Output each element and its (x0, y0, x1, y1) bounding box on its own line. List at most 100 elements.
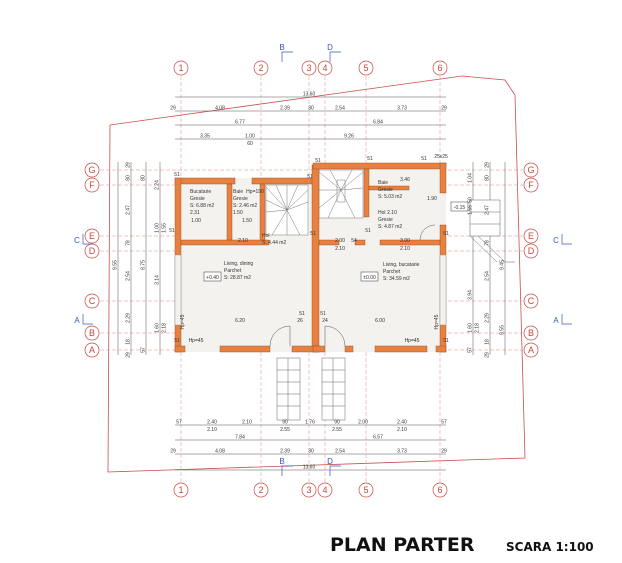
grid-label-row: B (89, 328, 95, 338)
dimension-label: 2.18 (475, 323, 481, 333)
grid-label-row: C (89, 296, 96, 306)
grid-bubble (253, 60, 269, 76)
grid-bubble (84, 177, 100, 193)
grid-label-column: 3 (306, 63, 311, 73)
dimension-label: 2.54 (335, 106, 345, 112)
dimension-label: 2.54 (126, 271, 132, 281)
room-label: Gresie (378, 187, 393, 193)
inner-dimension-label: 1.90 (427, 196, 437, 202)
grid-bubble (84, 293, 100, 309)
room-label: Hol (378, 210, 386, 216)
dimension-label: 30 (308, 106, 314, 112)
grid-label-row: C (528, 296, 535, 306)
grid-bubble (317, 482, 333, 498)
grid-bubble (432, 60, 448, 76)
room-label: S: 4.87 m2 (378, 224, 402, 230)
grid-label-row: E (528, 231, 534, 241)
grid-label-row: F (528, 180, 534, 190)
room-label: Parchet (383, 269, 401, 275)
dimension-label: 2.40 (207, 420, 217, 426)
dimension-label: 80 (485, 175, 491, 181)
grid-label-row: D (528, 246, 535, 256)
grid-bubble (84, 162, 100, 178)
dimension-label: 2.10 (397, 427, 407, 433)
dimension-label: 2.29 (126, 313, 132, 323)
dimension-label: 57 (468, 347, 474, 353)
dimension-label: 2.10 (207, 427, 217, 433)
dimension-label: 80 (141, 175, 147, 181)
dimension-label: 50 (468, 197, 474, 203)
grid-label-row: A (528, 345, 534, 355)
dimension-label: 29 (485, 162, 491, 168)
wall-mark: 51 (174, 338, 180, 344)
wall-mark: 51 (443, 338, 449, 344)
grid-label-row: G (88, 165, 95, 175)
dimension-label: 9.45 (500, 260, 506, 270)
room-label: Hol (262, 233, 270, 239)
room-label: Baie (378, 180, 388, 186)
dimension-label: 2.29 (485, 313, 491, 323)
dimension-label: 57 (441, 420, 447, 426)
grid-label-column: 4 (322, 485, 327, 495)
grid-bubble (84, 228, 100, 244)
wall-mark: 51 (367, 156, 373, 162)
grid-bubble (358, 482, 374, 498)
dimension-label: 9.26 (344, 134, 354, 140)
doors (269, 224, 436, 347)
level-label: -0.15 (454, 205, 466, 211)
section-marker: A (553, 316, 559, 325)
dimension-label: 80 (126, 175, 132, 181)
dimension-label: 1.60 (468, 323, 474, 333)
dimension-label: 2.39 (280, 449, 290, 455)
dimension-label: 3.73 (397, 449, 407, 455)
section-marker: D (327, 457, 333, 466)
grid-label-column: 6 (437, 63, 442, 73)
sill-height-label: Hp=45 (434, 314, 440, 329)
dimension-label: 2.10 (242, 420, 252, 426)
grid-label-row: D (89, 246, 96, 256)
room-label: Gresie (190, 196, 205, 202)
inner-dimension-label: 25x25 (434, 154, 448, 160)
wall-mark: 51 (310, 231, 316, 237)
inner-dimension-label: 6.00 (375, 318, 385, 324)
dimension-label: 2.54 (335, 449, 345, 455)
grid-bubble (253, 482, 269, 498)
dimension-label: 9.55 (113, 260, 119, 270)
grid-bubble (358, 60, 374, 76)
dimension-label: 2.18 (162, 323, 168, 333)
dimension-label: 29 (485, 352, 491, 358)
room-label: Living, dining (224, 261, 253, 267)
dimension-label: 29 (441, 106, 447, 112)
dimension-label: 1.55 (162, 223, 168, 233)
dimension-label: 1.76 (305, 420, 315, 426)
dimension-label: 29 (170, 106, 176, 112)
section-marker: B (279, 43, 284, 52)
dimension-label: 29 (170, 449, 176, 455)
grid-label-column: 1 (178, 63, 183, 73)
property-boundary (107, 75, 526, 473)
entrance-steps (276, 199, 515, 421)
inner-dimension-label: 2.00 (335, 238, 345, 244)
dimension-label: 2.00 (358, 420, 368, 426)
inner-dimension-label: 2.10 (335, 246, 345, 252)
wall-mark: 51 (315, 158, 321, 164)
inner-dimension-label: 6.20 (235, 318, 245, 324)
dimension-label: 2.54 (485, 271, 491, 281)
dimension-label: 2.24 (155, 180, 161, 190)
dimension-label: 4.08 (215, 449, 225, 455)
room-label: S: 5.03 m2 (378, 194, 402, 200)
room-label: Living, bucatarie (383, 262, 420, 268)
wall-mark: 51 (421, 156, 427, 162)
room-label: Baie (233, 189, 243, 195)
dimension-label: 13.60 (303, 92, 316, 98)
grid-label-column: 5 (363, 63, 368, 73)
sill-height-label: Hp=45 (180, 314, 186, 329)
dimension-label: 78 (126, 240, 132, 246)
section-marker: D (327, 43, 333, 52)
room-label: S: 6.88 m2 (190, 203, 214, 209)
dimension-label: 57 (141, 347, 147, 353)
inner-dimension-label: 54 (351, 238, 357, 244)
dimension-label: 6.57 (373, 435, 383, 441)
sill-height-label: Hp=45 (405, 338, 420, 344)
